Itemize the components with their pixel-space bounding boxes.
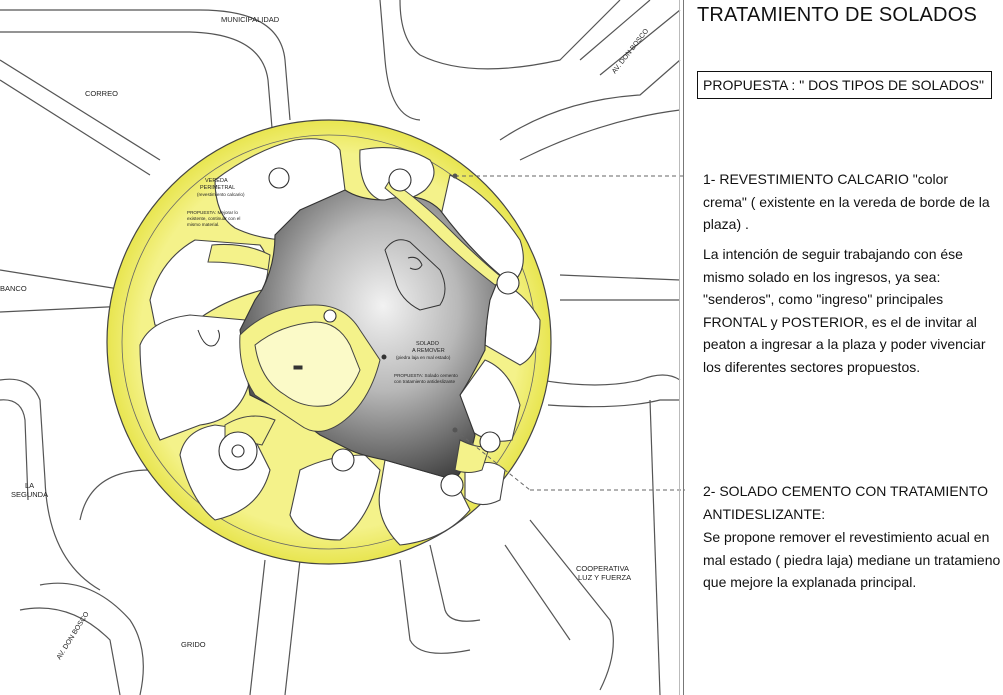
leader-lines [454, 175, 685, 491]
label-vereda: VEREDA [205, 178, 228, 184]
label-perimetral: PERIMETRAL [200, 185, 235, 191]
label-av-don-bosco-bottom: AV. DON BOSCO [56, 610, 91, 661]
label-banco: BANCO [0, 284, 27, 293]
label-luz-fuerza: LUZ Y FUERZA [578, 573, 631, 582]
label-piedra-laja: (piedra laja en mal estado) [396, 355, 451, 360]
page-title: TRATAMIENTO DE SOLADOS [697, 4, 977, 26]
label-revestimiento: (revestimiento calcario) [197, 192, 245, 197]
item1-heading: 1- REVESTIMIENTO CALCARIO "color crema" … [703, 171, 990, 232]
label-municipalidad: MUNICIPALIDAD [221, 15, 280, 24]
plan-symbols [197, 239, 446, 370]
label-a-remover: A REMOVER [412, 348, 445, 354]
label-segunda: SEGUNDA [11, 490, 48, 499]
label-la: LA [25, 481, 34, 490]
panel-divider [683, 0, 684, 695]
label-vereda-propuesta-1: PROPUESTA: Mejorar lo [187, 210, 238, 215]
label-vereda-propuesta-3: mismo material. [187, 222, 219, 227]
plaza-floor-plan: MUNICIPALIDAD CORREO BANCO LA SEGUNDA GR… [0, 0, 685, 695]
proposal-box: PROPUESTA : " DOS TIPOS DE SOLADOS" [697, 71, 992, 99]
label-vereda-propuesta-2: existente, continuar con el [187, 216, 240, 221]
item1-body: La intención de seguir trabajando con és… [703, 246, 986, 375]
label-solado: SOLADO [416, 341, 440, 347]
garden-beds [139, 138, 541, 546]
label-av-don-bosco-top: AV. DON BOSCO [611, 27, 651, 75]
path-pieces [207, 179, 506, 473]
street-blocks [0, 0, 681, 695]
label-solado-propuesta-1: PROPUESTA: Solado cemento [394, 373, 458, 378]
label-cooperativa: COOPERATIVA [576, 564, 629, 573]
label-correo: CORREO [85, 89, 118, 98]
label-solado-propuesta-2: con tratamiento antideslizante [394, 379, 455, 384]
item2-heading: 2- SOLADO CEMENTO CON TRATAMIENTO ANTIDE… [703, 483, 988, 522]
circles [218, 167, 520, 497]
panel-divider-inner [679, 0, 680, 695]
label-grido: GRIDO [181, 640, 206, 649]
item2-body: Se propone remover el revestimiento acua… [703, 529, 1001, 590]
